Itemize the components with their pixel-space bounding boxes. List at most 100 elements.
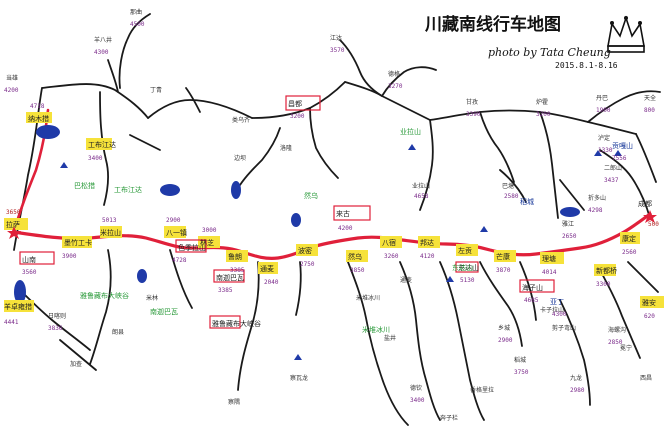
- lake-namtso: [36, 125, 60, 139]
- city-markers: [7, 210, 657, 239]
- label-tianquan: 天全: [644, 94, 656, 102]
- main-route-318: [12, 212, 652, 260]
- label-benzilan: 奔子栏: [440, 414, 458, 422]
- label-yanjing: 盐井: [384, 334, 396, 342]
- alt-danba: 1900: [596, 107, 611, 114]
- label-chayu: 察隅: [228, 398, 240, 406]
- highlight-boxes: [4, 112, 664, 312]
- alt-mozhugongka: 3900: [62, 253, 77, 260]
- alt-yangbajing: 4300: [94, 49, 109, 56]
- alt-dongda: 5130: [460, 277, 475, 284]
- label-sejila: 色季拉山: [178, 243, 206, 252]
- alt-ganzi: 3390: [466, 111, 481, 118]
- alt-deqin: 3400: [410, 397, 425, 404]
- peak-icon: [480, 226, 488, 232]
- label-yamdrok: 羊卓雍措: [4, 302, 32, 311]
- label-dongda: 东达山: [458, 263, 479, 272]
- label-namtso: 纳木措: [28, 114, 49, 123]
- label-erlang: 二郎山: [604, 164, 622, 172]
- alt-litang: 4014: [542, 269, 557, 276]
- label-jiangda: 江达: [330, 34, 342, 42]
- alt-lhasa: 3650: [6, 209, 21, 216]
- alt-mangkang: 3870: [496, 267, 511, 274]
- alt-baxiu: 3260: [384, 253, 399, 260]
- alt-laigu: 4200: [338, 225, 353, 232]
- label-yaan: 雅安: [642, 298, 656, 307]
- label-haizi: 海子山: [522, 283, 543, 292]
- alt-kangding: 2560: [622, 249, 637, 256]
- alt-nanjiabawa: 3385: [218, 287, 233, 294]
- lakes: [14, 125, 580, 304]
- lake-midui: [291, 213, 301, 227]
- alt-erlang: 3437: [604, 177, 619, 184]
- label-danba: 丹巴: [596, 95, 608, 102]
- alt-luding: 1330: [598, 147, 613, 154]
- alt-jiulong: 2980: [570, 387, 585, 394]
- label-zuogong: 左贡: [458, 246, 472, 255]
- label-scenic-basong: 巴松措: [74, 181, 95, 190]
- label-baxiu: 八宿: [382, 238, 396, 247]
- alt-tongmai: 2040: [264, 279, 279, 286]
- label-blue-gongga: 贡嘎山: [612, 141, 633, 150]
- label-scenic-dongda: 东达山: [452, 263, 473, 272]
- label-lhasa: 拉萨: [6, 220, 20, 229]
- lake-ranwu: [231, 181, 241, 199]
- alt-ranwu: 3850: [350, 267, 365, 274]
- label-scenic-yela: 业拉山: [400, 127, 421, 136]
- label-jianziwan: 剪子弯山: [552, 324, 576, 332]
- alt-yajiang: 2650: [562, 233, 577, 240]
- label-scenic-midui: 米堆冰川: [362, 325, 390, 334]
- label-scenic-yarlung: 雅鲁藏布大峡谷: [80, 291, 129, 300]
- alt-xinduqiao: 3300: [596, 281, 611, 288]
- label-bangda: 邦达: [420, 238, 434, 247]
- alt-zheduo: 4298: [588, 207, 603, 214]
- label-yajiang: 雅江: [562, 220, 574, 228]
- label-batang: 巴塘: [502, 182, 514, 190]
- alt-yaan: 620: [644, 313, 655, 320]
- star-icon-lhasa: [7, 226, 21, 239]
- alt-jiangda: 3570: [330, 47, 345, 54]
- blue-labels: 亚丁 贡嘎山 稻城: [520, 141, 633, 306]
- label-zayu: 察瓦龙: [290, 374, 308, 382]
- alt-batang: 2580: [504, 193, 519, 200]
- label-mianning: 冕宁: [620, 344, 632, 352]
- label-gongbujiangda: 工布江达: [88, 140, 116, 149]
- map-title: 川藏南线行车地图: [424, 14, 561, 35]
- alt-shannan: 3560: [22, 269, 37, 276]
- label-yangbajing: 羊八井: [94, 36, 112, 44]
- label-scenic-nanjiabawa: 南迦巴瓦: [150, 307, 178, 316]
- label-dege: 德格: [388, 70, 400, 78]
- label-bomi: 波密: [298, 246, 312, 255]
- label-laigu: 来古: [336, 209, 350, 218]
- peak-icon: [614, 150, 622, 156]
- alt-sejila: 4728: [172, 257, 187, 264]
- label-lang: 朗县: [112, 328, 124, 336]
- alt-dangxiong: 4200: [4, 87, 19, 94]
- label-shangri: 香格里拉: [470, 386, 494, 394]
- label-xiangcheng: 乡城: [498, 325, 510, 332]
- alt-gongbujiangda: 3400: [88, 155, 103, 162]
- label-luhuo: 炉霍: [536, 98, 548, 106]
- label-deqin: 德钦: [410, 384, 422, 392]
- label-litang: 理塘: [542, 254, 556, 263]
- lake-basong: [160, 184, 180, 196]
- label-jiacha: 加查: [70, 360, 82, 368]
- photo-credit: photo by Tata Cheung: [488, 46, 611, 59]
- alt-bangda: 4120: [420, 253, 435, 260]
- alt-milashan: 5013: [102, 217, 117, 224]
- label-yarlung: 雅鲁藏布大峡谷: [212, 319, 261, 328]
- alt-hailuogou: 2850: [608, 339, 623, 346]
- altitude-labels: 3650 500 5013 4728 3000 3385 2040 2750 3…: [4, 21, 659, 404]
- label-mangkang: 芒康: [496, 252, 510, 261]
- alt-gongga: 7556: [612, 155, 627, 162]
- peak-icon: [60, 162, 68, 168]
- label-ganzi: 甘孜: [466, 98, 478, 106]
- alt-daocheng: 3750: [514, 369, 529, 376]
- label-yela: 业拉山: [412, 182, 430, 190]
- label-rikaze: 日喀则: [48, 312, 66, 320]
- alt-chengdu: 500: [648, 221, 659, 228]
- label-kazila: 卡子拉山: [540, 306, 564, 314]
- crown-icon: [607, 15, 645, 53]
